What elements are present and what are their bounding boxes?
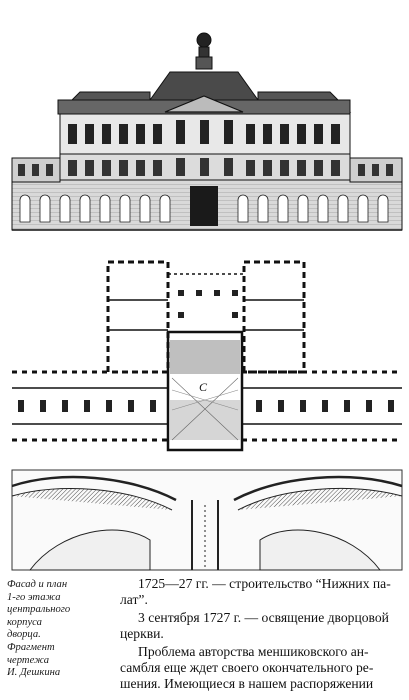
caption-line: дворца. [7,629,41,641]
crown-ornament [195,32,213,70]
garden-parterre [11,469,403,571]
palace-facade [11,32,403,231]
plan-room-label: С [199,380,208,394]
paragraph-2: 3 сентября 1727 г. — освящение дворцовой… [120,610,404,641]
paragraph-1: 1725—27 гг. — строительство “Нижних па- … [120,576,404,607]
text-line: 1725—27 гг. — строительство “Нижних па- [138,576,391,591]
caption-line: И. Дешкина [7,667,61,679]
lower-windows [18,158,393,176]
caption-line: 1-го этажа [7,591,61,603]
floor-plan: С [12,260,402,452]
body-text: 1725—27 гг. — строительство “Нижних па- … [120,576,404,691]
figure-caption: Фасад и план 1-го этажа центрального кор… [7,579,111,680]
caption-line: корпуса [7,616,42,628]
text-line: 3 сентября 1727 г. — освящение дворцовой [138,610,389,626]
basement-arches [19,194,389,223]
caption-line: чертежа [7,654,50,666]
paragraph-3: Проблема авторства меншиковского ан- сам… [120,644,404,691]
caption-line: Фасад и план [7,579,68,590]
architectural-drawing: С [11,32,403,571]
caption-line: центрального [7,604,71,616]
column-markers [178,290,238,318]
text-line: лат”. [120,591,148,607]
caption-line: Фрагмент [7,641,55,653]
text-line: Проблема авторства меншиковского ан- [138,644,369,660]
text-line: самбля еще ждет своего окончательного ре… [120,659,374,675]
upper-windows [68,120,340,144]
text-line: церкви. [120,625,164,641]
text-line: шения. Имеющиеся в нашем распоряжении [120,675,374,691]
